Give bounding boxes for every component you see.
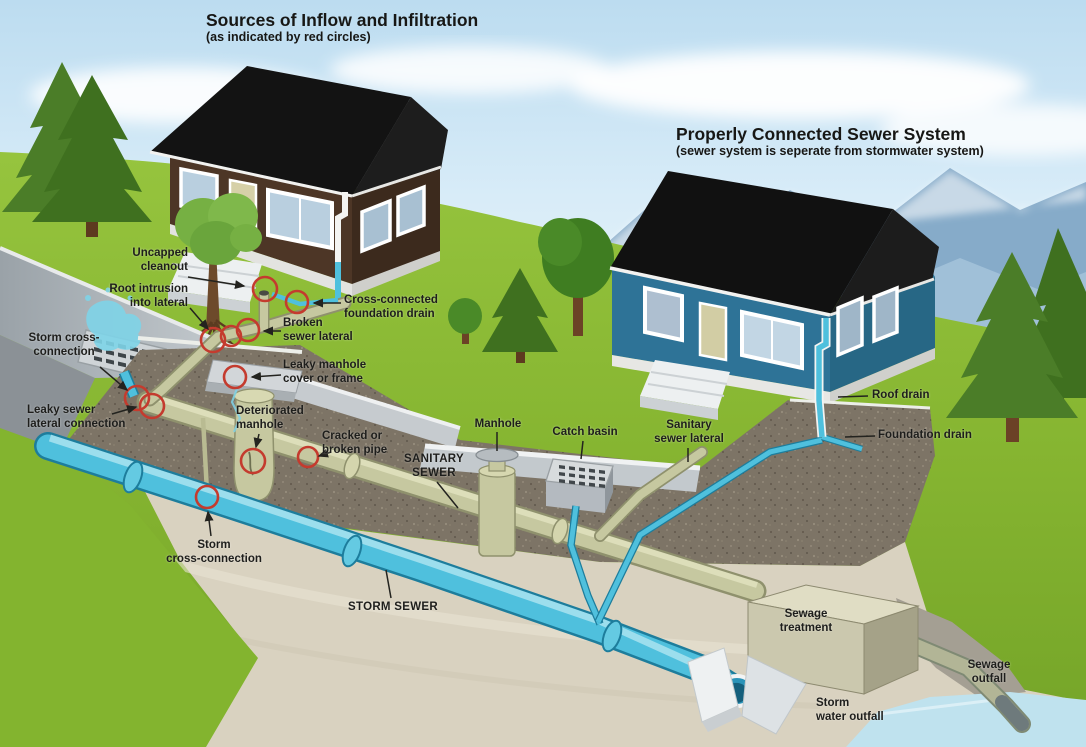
defect-circle-cross-connected-foundation-drain [284, 289, 310, 315]
catch-basin-proper [545, 458, 614, 513]
roof-drain-downspout [814, 318, 831, 438]
left-house-downspout [335, 192, 348, 302]
left-foundation-drain [271, 291, 339, 307]
rocky-slope [896, 598, 1026, 698]
defect-circle-storm-cross-connection-pipe [194, 484, 220, 510]
storm-cross-connection-drop [200, 417, 210, 493]
manhole-proper [475, 447, 519, 557]
leader-lines [99, 276, 876, 599]
cleanout-riser [258, 290, 270, 330]
right-house-windows [643, 285, 899, 371]
right-house-steps [640, 360, 730, 420]
pine-trees-right [946, 228, 1086, 442]
defect-circle-root-intrusion-b [219, 324, 243, 348]
sanitary-lateral-right [594, 446, 708, 542]
right-house [609, 171, 939, 420]
defect-circle-root-intrusion-a [199, 326, 227, 354]
street-inlet-pipe [118, 369, 140, 399]
pine-trees-left [2, 62, 152, 237]
defect-circle-uncapped-cleanout [251, 275, 279, 303]
storm-outfall-headwall [687, 647, 807, 735]
defect-circle-deteriorated-manhole [239, 447, 267, 475]
right-house-door [698, 301, 728, 362]
defect-circle-broken-sewer-lateral [235, 317, 261, 343]
sanitary-lateral-left [143, 296, 352, 407]
grass-wedge-left [0, 428, 258, 747]
defect-circles [123, 275, 320, 510]
left-house [149, 66, 448, 313]
storm-connections-right [567, 433, 863, 626]
defect-circle-leaky-manhole [222, 364, 248, 390]
deteriorated-manhole [233, 388, 275, 502]
defect-circle-leaky-lateral-connection [138, 392, 166, 420]
leak-squiggle [230, 385, 242, 433]
trees-middle [448, 218, 614, 363]
foundation-pit [789, 398, 935, 462]
storm-water-splash [85, 287, 142, 351]
